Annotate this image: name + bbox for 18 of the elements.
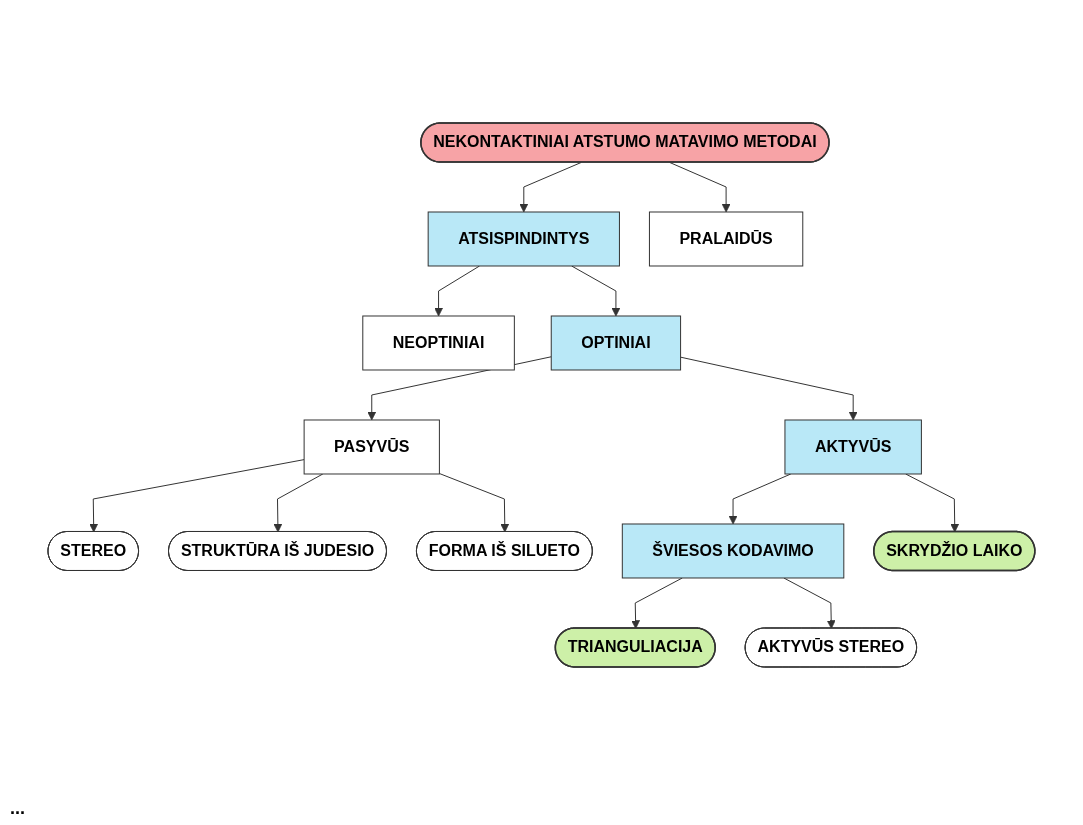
arrow [519, 162, 582, 213]
arrow [680, 356, 858, 421]
arrow [783, 577, 836, 629]
arrow [905, 473, 960, 533]
arrow [669, 162, 731, 213]
node-box: OPTINIAI [550, 315, 682, 371]
node-box: PASYVŪS [303, 419, 440, 475]
arrow [89, 459, 305, 533]
arrow [439, 473, 510, 533]
arrow [631, 577, 683, 629]
arrow [273, 473, 324, 533]
ellipsis-note: ... [10, 798, 25, 818]
arrow [571, 265, 621, 317]
node-box: NEOPTINIAI [362, 315, 515, 371]
node-box: PRALAIDŪS [649, 211, 804, 267]
node-box: ŠVIESOS KODAVIMO [621, 523, 845, 579]
node-box: ATSISPINDINTYS [427, 211, 620, 267]
node-box: AKTYVŪS [784, 419, 922, 475]
